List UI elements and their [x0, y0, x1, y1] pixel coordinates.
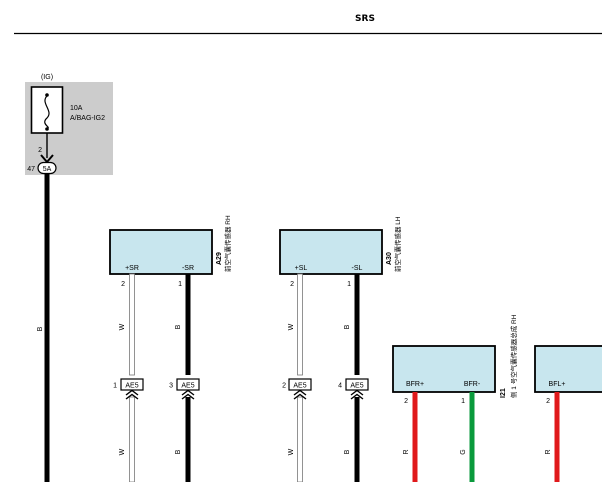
partial-wire-1-color: R	[545, 449, 552, 454]
i21-wire-1-color: R	[403, 449, 410, 454]
a30-label: 前空气囊传感器 LH	[393, 216, 402, 272]
a29-terminal-2-name: -SR	[182, 265, 194, 272]
a29-wire-1-upper	[129, 273, 135, 376]
a30-connector-1: AE5 2	[282, 378, 312, 400]
a29-wire-2-color: B	[175, 324, 182, 329]
a29-box	[109, 229, 213, 275]
partial-box	[534, 345, 602, 393]
component-a29: +SR -SR A29 前空气囊传感器 RH 2 W W 1 B B AE5 1…	[109, 215, 232, 482]
i21-terminal-2-name: BFR-	[464, 381, 481, 388]
a30-wire-2-color: B	[344, 324, 351, 329]
a30-terminal-2-name: -SL	[352, 265, 363, 272]
a30-box	[279, 229, 383, 275]
power-wire	[44, 174, 50, 482]
i21-wire-2-color: G	[460, 449, 467, 454]
a30-terminal-2-pin: 1	[347, 281, 351, 288]
connector-name: AE5	[181, 383, 194, 390]
a29-terminal-2-pin: 1	[178, 281, 182, 288]
fuse-block: (IG) 10A A/BAG-IG2 2 5A 47	[25, 74, 113, 175]
fuse-connector: 5A	[43, 166, 52, 173]
i21-wire-1	[412, 392, 418, 482]
fuse-contact-bottom	[45, 127, 49, 131]
i21-box	[392, 345, 496, 393]
fuse-pin: 2	[38, 147, 42, 154]
component-a30: +SL -SL A30 前空气囊传感器 LH 2 W W 1 B B AE5 2…	[279, 216, 402, 482]
a29-terminal-1-name: +SR	[125, 265, 139, 272]
connector-name: AE5	[293, 383, 306, 390]
connector-pin: 2	[282, 383, 286, 390]
connector-chevron-icon	[181, 389, 195, 400]
a29-label: 前空气囊传感器 RH	[223, 215, 232, 272]
a30-wire-1-upper	[297, 273, 303, 376]
a29-id: A29	[216, 252, 223, 265]
i21-terminal-1-pin: 2	[404, 398, 408, 405]
partial-terminal-1-pin: 2	[546, 398, 550, 405]
a29-connector-2: AE5 3	[169, 378, 200, 400]
a29-connector-1: AE5 1	[113, 378, 144, 400]
a29-wire-1-color-lower: W	[119, 448, 126, 455]
component-partial: BFL+ 2 R	[534, 345, 602, 482]
a30-wire-2-upper	[354, 274, 360, 375]
a29-terminal-1-pin: 2	[121, 281, 125, 288]
connector-chevron-icon	[350, 389, 364, 400]
a30-wire-1-color: W	[288, 323, 295, 330]
i21-terminal-2-pin: 1	[461, 398, 465, 405]
a30-connector-2: AE5 4	[338, 378, 369, 400]
fuse-connector-badge	[37, 161, 57, 175]
a30-terminal-1-pin: 2	[290, 281, 294, 288]
a29-wire-1-color: W	[119, 323, 126, 330]
fuse-icon	[44, 95, 50, 129]
a30-wire-1-lower	[297, 396, 303, 482]
connector-pin: 1	[113, 383, 117, 390]
fuse-terminal-pin: 47	[27, 166, 35, 173]
connector-pin: 4	[338, 383, 342, 390]
i21-wire-2	[469, 392, 475, 482]
component-i21: BFR+ BFR- I21 侧 1 号空气囊传感器总成 RH 2 R 1 G	[392, 314, 518, 482]
fuse-rating: 10A	[70, 105, 83, 112]
power-wire-color: B	[37, 326, 44, 331]
i21-terminal-1-name: BFR+	[406, 381, 424, 388]
fuse-name: A/BAG-IG2	[70, 115, 105, 122]
fuse-group-label: (IG)	[41, 74, 53, 81]
a29-wire-2-color-lower: B	[175, 449, 182, 454]
connector-pin: 3	[169, 383, 173, 390]
a30-terminal-1-name: +SL	[295, 265, 308, 272]
connector-name: AE5	[350, 383, 363, 390]
connector-chevron-icon	[293, 389, 307, 400]
fuse-contact-top	[45, 93, 49, 97]
connector-name: AE5	[125, 383, 138, 390]
partial-terminal-1-name: BFL+	[549, 381, 566, 388]
i21-id: I21	[500, 388, 507, 398]
a29-wire-2-lower	[185, 397, 191, 482]
a30-wire-1-color-lower: W	[288, 448, 295, 455]
partial-wire-1	[554, 392, 560, 482]
i21-label: 侧 1 号空气囊传感器总成 RH	[509, 314, 518, 398]
a29-wire-2-upper	[185, 274, 191, 375]
page-title: SRS	[355, 14, 375, 24]
a30-id: A30	[386, 252, 393, 265]
a30-wire-2-color-lower: B	[344, 449, 351, 454]
connector-chevron-icon	[125, 389, 139, 400]
a30-wire-2-lower	[354, 397, 360, 482]
a29-wire-1-lower	[129, 396, 135, 482]
